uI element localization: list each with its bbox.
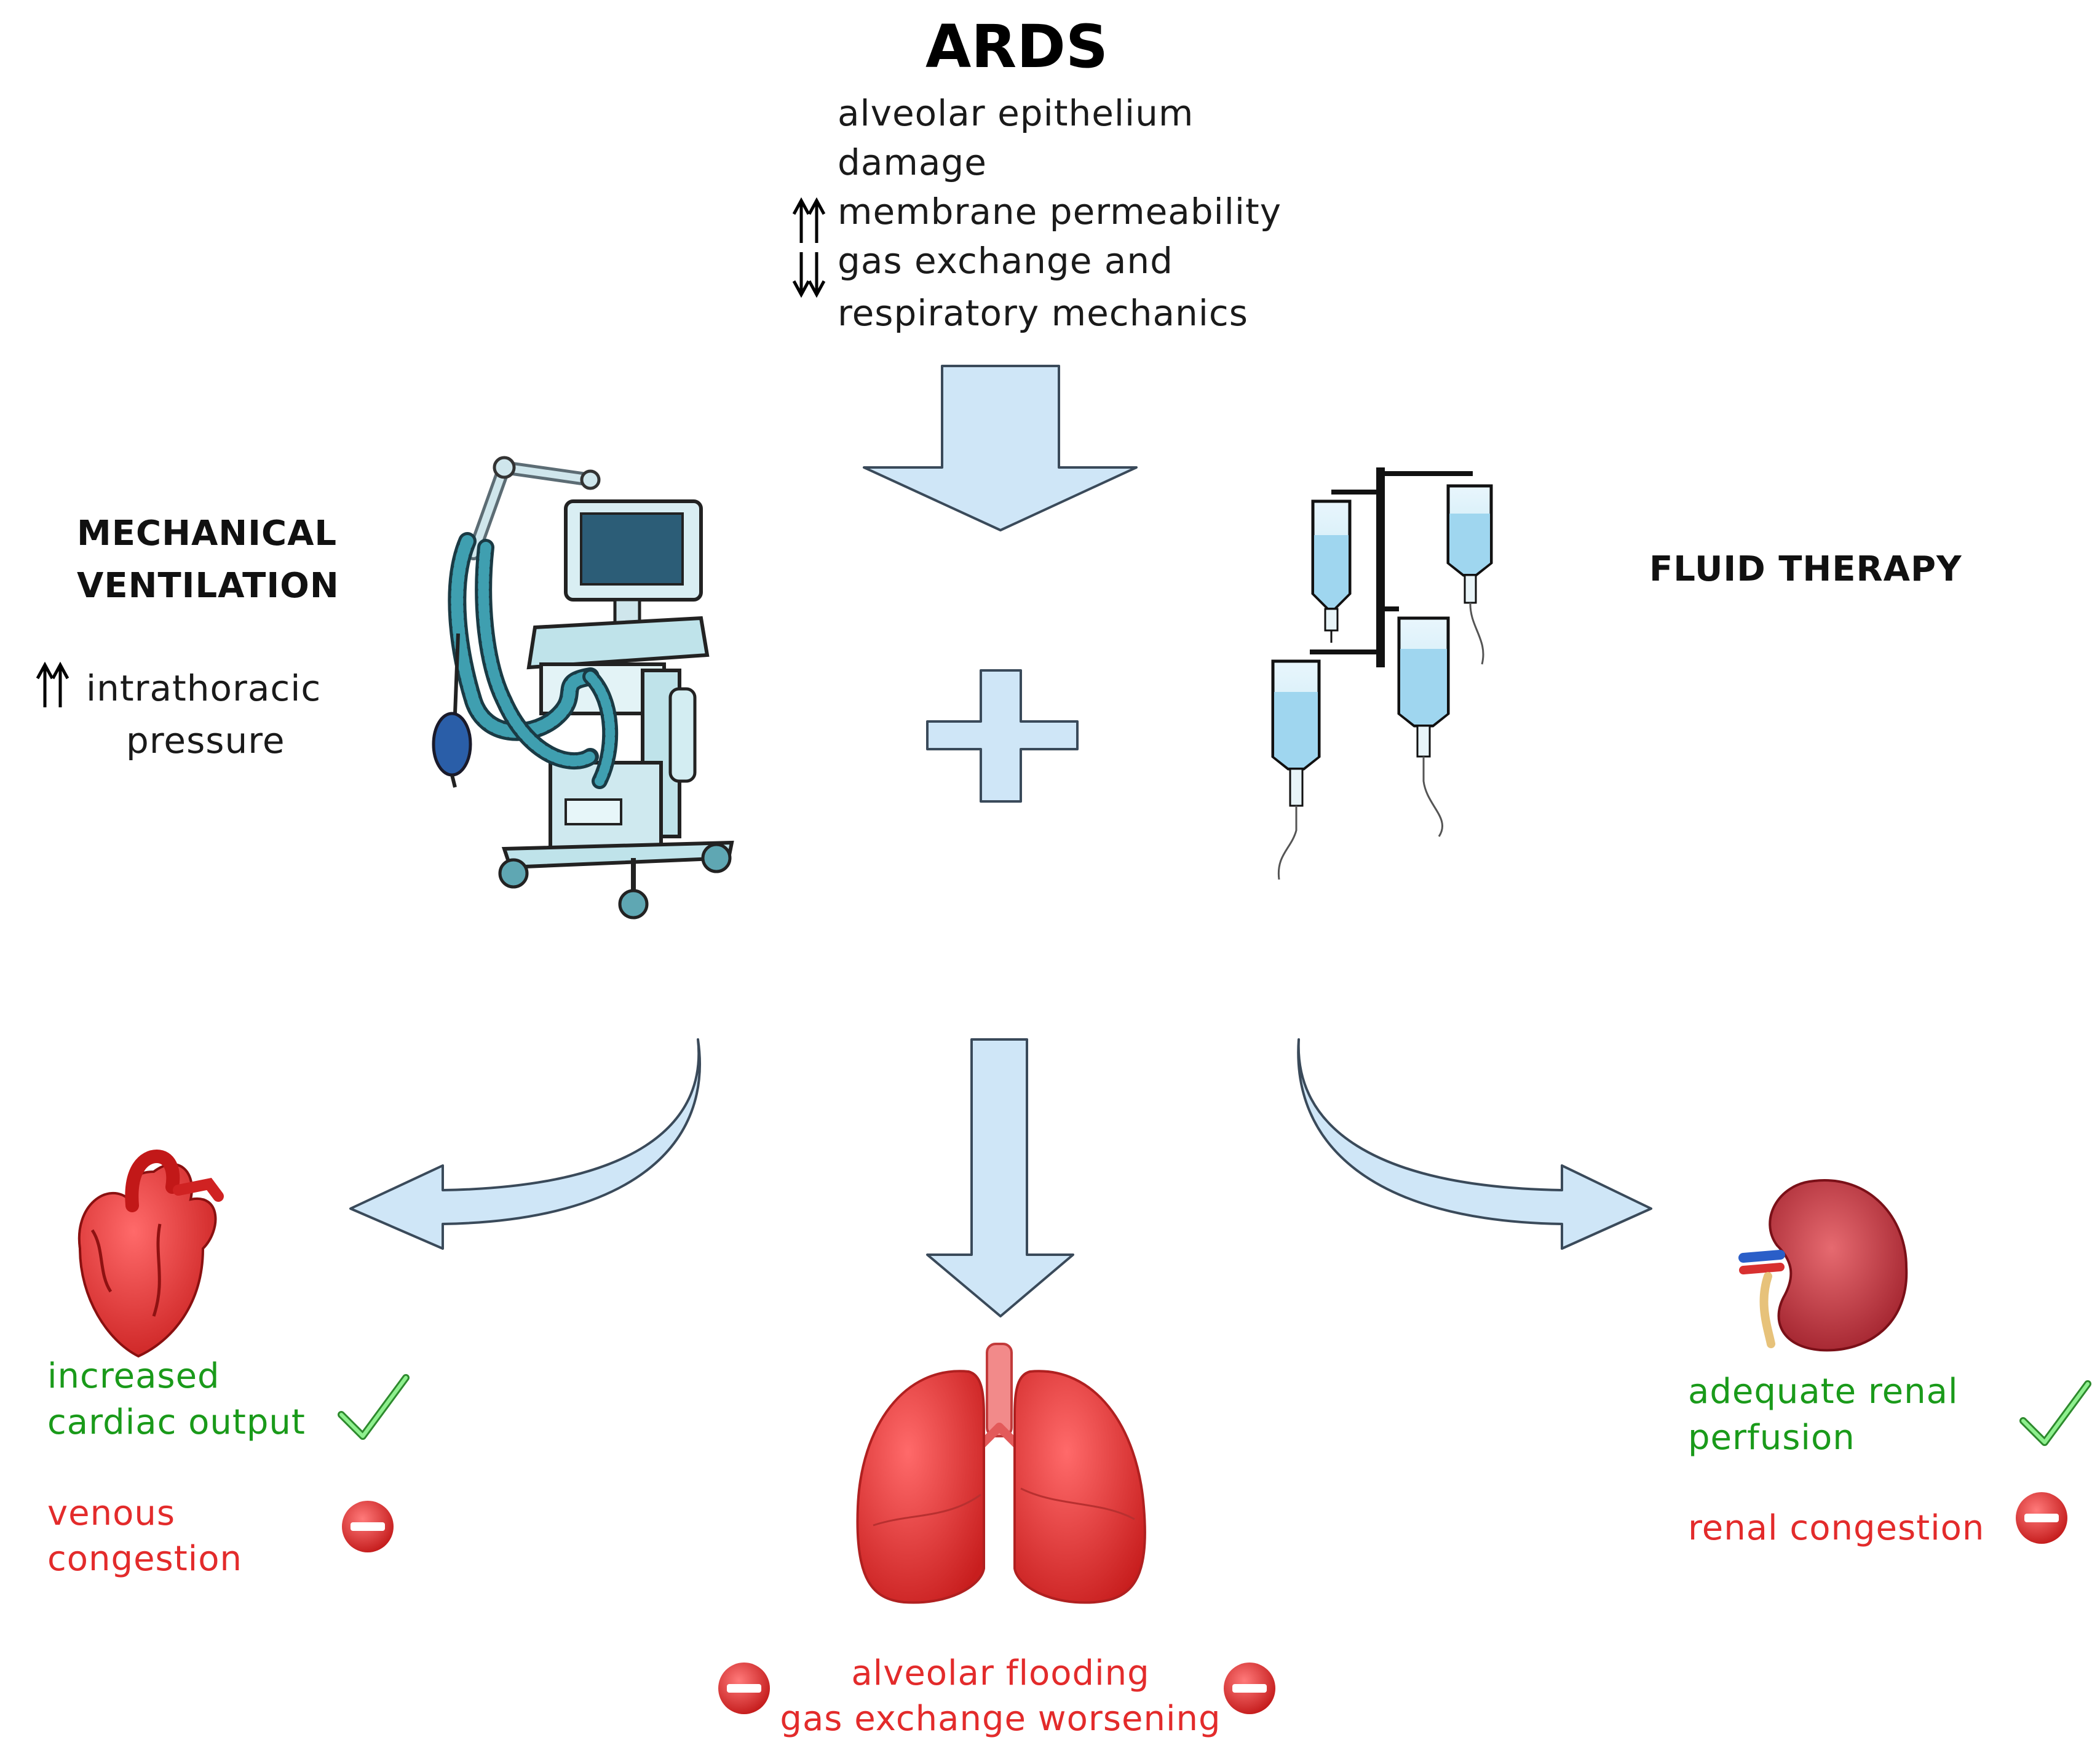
check-icon	[2019, 1380, 2091, 1446]
lungs-negative-outcome: alveolar flooding	[851, 1653, 1150, 1693]
kidney-illustration	[1738, 1179, 1908, 1352]
heart-positive-outcome: cardiac output	[47, 1402, 306, 1442]
minus-circle-icon	[2016, 1492, 2067, 1544]
ards-effect-line: gas exchange and	[838, 240, 1173, 282]
check-icon	[338, 1374, 410, 1440]
arrow-curved-left	[349, 1038, 702, 1250]
lungs-negative-outcome: gas exchange worsening	[780, 1699, 1221, 1739]
minus-circle-icon	[342, 1501, 394, 1552]
page-title: ARDS	[925, 12, 1109, 81]
minus-circle-icon	[1224, 1663, 1275, 1714]
double-arrow-down-icon	[792, 252, 826, 298]
heart-illustration	[77, 1149, 224, 1358]
intrathoracic-pressure-label: intrathoracic	[86, 667, 322, 709]
plus-sign	[926, 669, 1079, 803]
heart-negative-outcome: congestion	[47, 1539, 242, 1579]
heart-negative-outcome: venous	[47, 1493, 176, 1533]
ards-effect-line: alveolar epithelium	[838, 92, 1194, 134]
heart-positive-outcome: increased	[47, 1356, 220, 1396]
fluid-therapy-heading: FLUID THERAPY	[1649, 549, 1962, 589]
minus-circle-icon	[718, 1663, 770, 1714]
lungs-illustration	[856, 1343, 1146, 1604]
ards-effect-line: respiratory mechanics	[838, 292, 1248, 334]
arrow-curved-right	[1297, 1038, 1652, 1250]
intrathoracic-pressure-label: pressure	[126, 720, 285, 761]
ards-effect-line: membrane permeability	[838, 191, 1282, 232]
mechanical-ventilation-heading: VENTILATION	[77, 566, 339, 606]
kidney-positive-outcome: adequate renal	[1688, 1372, 1959, 1412]
arrow-down-top	[863, 365, 1138, 531]
kidney-positive-outcome: perfusion	[1688, 1418, 1855, 1458]
kidney-negative-outcome: renal congestion	[1688, 1508, 1985, 1548]
ventilator-illustration	[432, 456, 734, 920]
ards-effect-line: damage	[838, 141, 987, 183]
mechanical-ventilation-heading: MECHANICAL	[77, 514, 338, 554]
iv-fluid-illustration	[1271, 467, 1493, 880]
double-arrow-up-icon	[792, 197, 826, 243]
arrow-down-center	[926, 1038, 1074, 1317]
double-arrow-up-icon	[36, 661, 69, 707]
